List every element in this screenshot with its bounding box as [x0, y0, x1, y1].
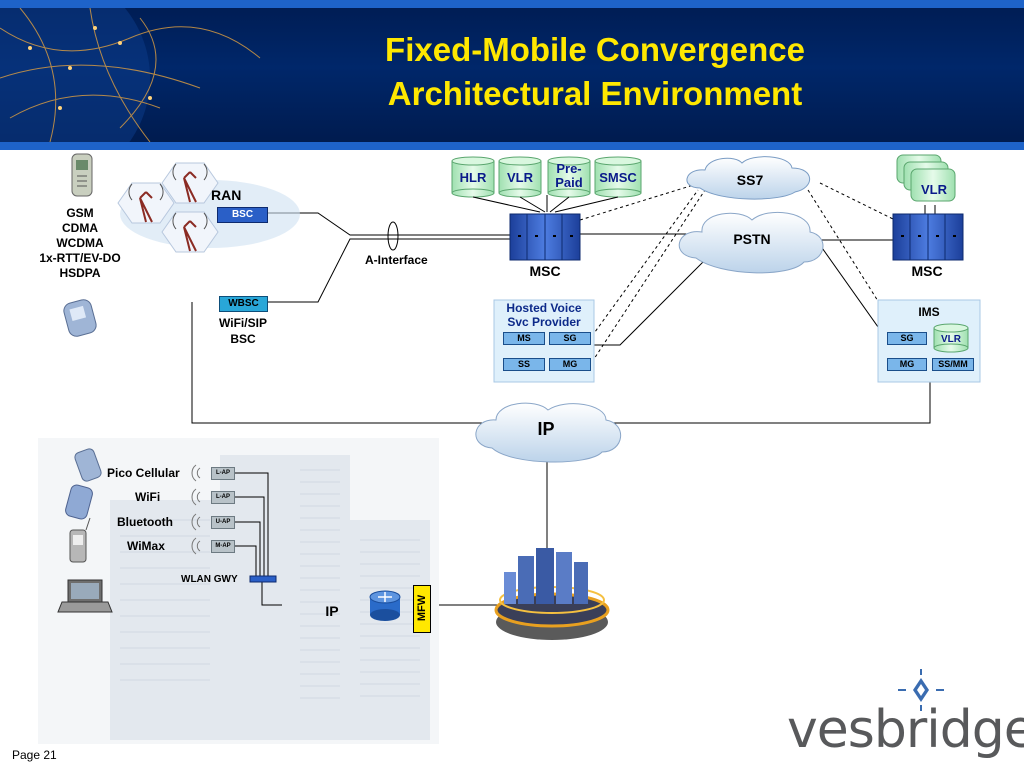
msc-right-switch: [892, 213, 964, 261]
vlr-database-icon: [498, 156, 542, 198]
ims-vlr-icon: [933, 323, 969, 353]
tech-gsm: GSM: [66, 206, 94, 220]
handheld-device-icon: [69, 517, 91, 563]
mg-box: MG: [549, 358, 591, 371]
router-icon: [369, 590, 401, 621]
ran-label: RAN: [211, 187, 242, 203]
bluetooth-label: Bluetooth: [117, 515, 173, 529]
header-rule: [0, 142, 1024, 150]
ss7-signaling-links: [579, 182, 901, 363]
page-number: Page 21: [12, 748, 57, 762]
tech-wcdma: WCDMA: [56, 236, 104, 250]
ip-enterprise-label: IP: [325, 603, 339, 619]
ss-box: SS: [503, 358, 545, 371]
pico-cellular-label: Pico Cellular: [107, 466, 180, 480]
bsc-text: BSC: [230, 332, 256, 346]
pda-icon: [65, 484, 93, 520]
ims-mg-box: MG: [887, 358, 927, 371]
msc-right-label: MSC: [911, 263, 943, 279]
smartphone-icon: [74, 448, 102, 482]
page-title: Fixed-Mobile Convergence Architectural E…: [170, 28, 1020, 116]
pstn-cloud: [678, 211, 824, 274]
title-banner: [0, 0, 1024, 150]
wlan-gateway-icon: [249, 575, 277, 583]
tech-cdma: CDMA: [62, 221, 98, 235]
l-ap-box-1: L-AP: [211, 467, 235, 480]
hosted-voice-title: Hosted Voice Svc Provider: [494, 301, 594, 329]
ms-box: MS: [503, 332, 545, 345]
u-ap-box: U-AP: [211, 516, 235, 529]
ran-cell-cluster: [117, 162, 300, 253]
hlr-database-icon: [451, 156, 495, 198]
pda-phone-icon: [63, 299, 97, 337]
ss7-label: SS7: [736, 172, 764, 188]
tech-1xrtt: 1x-RTT/EV-DO: [39, 251, 121, 265]
ims-vlr-label: VLR: [941, 334, 961, 345]
msc-left-label: MSC: [529, 263, 561, 279]
building-blocks: [110, 455, 430, 740]
ims-ssmm-box: SS/MM: [932, 358, 974, 371]
wifi-label: WiFi: [135, 490, 161, 504]
network-globe-graphic: [0, 8, 261, 142]
l-ap-box-2: L-AP: [211, 491, 235, 504]
ap-links: [234, 472, 282, 606]
title-line-2: Architectural Environment: [387, 75, 803, 112]
hosted-voice-line2: Svc Provider: [507, 315, 581, 329]
vlr-stack-icon: [896, 154, 956, 215]
pstn-label: PSTN: [733, 231, 771, 247]
prepaid-database-icon: [547, 156, 591, 198]
tech-hsdpa: HSDPA: [59, 266, 101, 280]
ip-core-label: IP: [537, 419, 555, 439]
vlr-right-label: VLR: [921, 182, 947, 197]
wimax-label: WiMax: [127, 539, 165, 553]
wbsc-box: WBSC: [219, 296, 268, 312]
sg-box: SG: [549, 332, 591, 345]
access-tech-list: GSM CDMA WCDMA 1x-RTT/EV-DO HSDPA: [28, 206, 132, 281]
prepaid-label: Pre-Paid: [555, 161, 583, 190]
ip-core-cloud: [475, 402, 622, 463]
smsc-label: SMSC: [599, 170, 637, 185]
wifi-sip-text: WiFi/SIP: [219, 316, 267, 330]
db-links: [472, 196, 619, 213]
cell-phone-icon: [71, 153, 93, 197]
mfw-label: MFW: [416, 594, 428, 622]
hosted-voice-line1: Hosted Voice: [506, 301, 582, 315]
ims-sg-box: SG: [887, 332, 927, 345]
mfw-box: MFW: [413, 585, 431, 633]
wifi-sip-bsc-label: WiFi/SIP BSC: [200, 315, 286, 347]
vesbridge-logo-mark: [898, 669, 944, 711]
msc-left-switch: [509, 213, 581, 261]
hlr-label: HLR: [459, 170, 487, 185]
m-ap-box: M-AP: [211, 540, 235, 553]
bsc-box: BSC: [217, 207, 268, 223]
a-interface-marker: [387, 221, 399, 251]
vesbridge-logo-text: vesbridge: [787, 700, 1024, 760]
wlan-gwy-label: WLAN GWY: [181, 574, 238, 585]
smsc-database-icon: [594, 156, 642, 198]
title-line-1: Fixed-Mobile Convergence: [385, 31, 805, 68]
vlr-label: VLR: [507, 170, 533, 185]
data-center-icon: [494, 548, 610, 640]
ims-title: IMS: [918, 305, 940, 319]
a-interface-label: A-Interface: [365, 253, 428, 267]
wifi-ap-icons: [191, 464, 201, 555]
laptop-icon: [57, 579, 113, 613]
header-stripe: [0, 0, 1024, 8]
ss7-cloud: [686, 156, 811, 200]
